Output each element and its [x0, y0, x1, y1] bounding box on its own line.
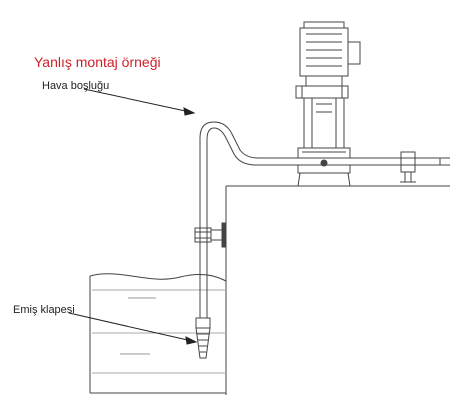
floor-slab: [226, 186, 450, 395]
vertical-pump: [296, 22, 360, 186]
foot-valve: [196, 318, 210, 358]
suction-pipe: [200, 122, 450, 318]
pipe-clamp: [195, 223, 226, 247]
discharge-flange: [400, 152, 416, 182]
air-gap-label: Hava boşluğu: [42, 80, 110, 92]
foot-valve-label: Emiş klapesi: [13, 304, 75, 316]
leader-lines: [69, 89, 196, 344]
diagram-title: Yanlış montaj örneği: [34, 54, 161, 70]
